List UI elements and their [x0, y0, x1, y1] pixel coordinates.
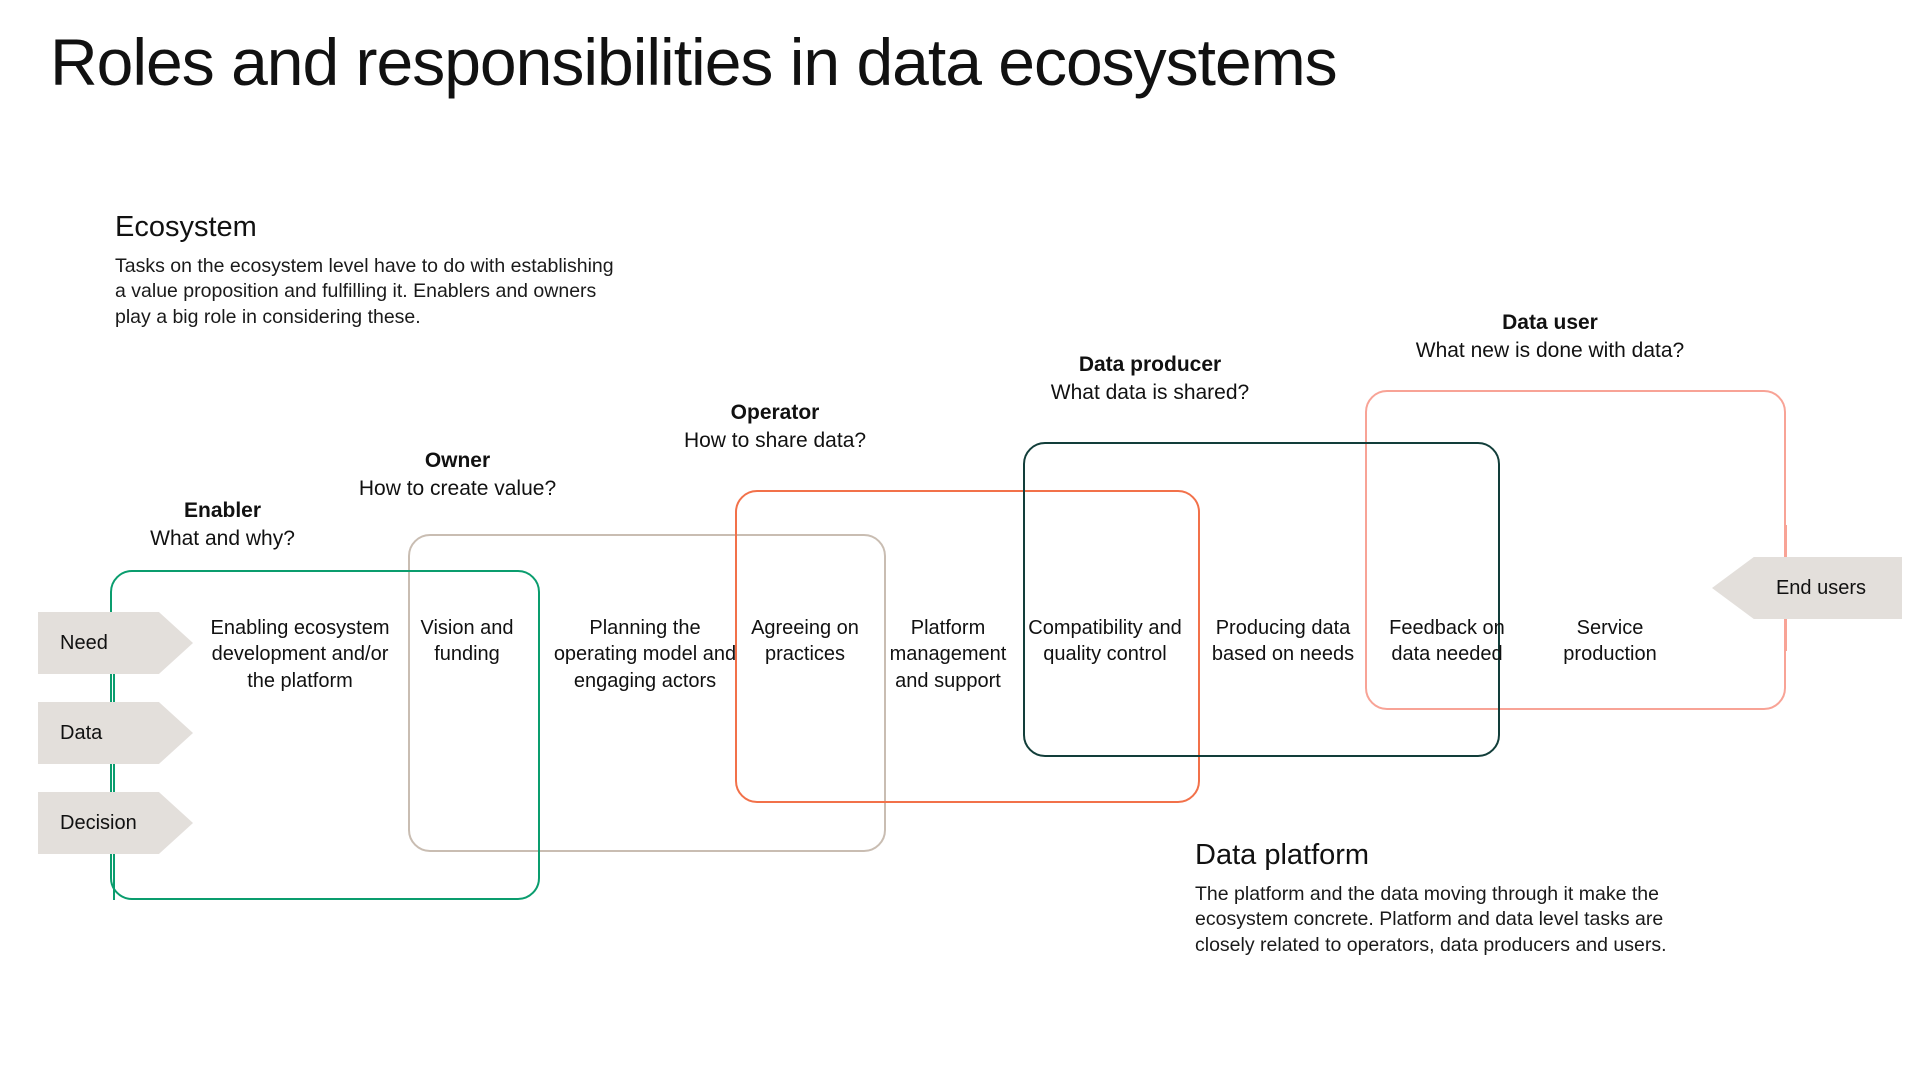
note-data-platform: Data platform The platform and the data … — [1195, 839, 1795, 958]
connector-line — [1785, 619, 1787, 651]
role-name-data-producer: Data producer — [1078, 353, 1222, 376]
role-question-enabler: What and why? — [150, 527, 295, 551]
task-cell: Enabling ecosystem development and/or th… — [210, 617, 390, 692]
note-ecosystem-title: Ecosystem — [115, 211, 257, 243]
connector-line — [113, 764, 115, 792]
task-cell: Platform management and support — [889, 617, 1007, 692]
role-question-data-producer: What data is shared? — [1050, 381, 1250, 405]
input-chevron-label: Data — [60, 721, 103, 744]
input-chevron-label: Decision — [60, 811, 137, 834]
task-cell: Producing data based on needs — [1211, 617, 1355, 666]
input-chevron-label: Need — [60, 631, 108, 654]
input-chevron-decision: Decision — [38, 792, 193, 854]
connector-line — [1785, 525, 1787, 557]
task-cell: Agreeing on practices — [751, 617, 859, 666]
note-ecosystem: Ecosystem Tasks on the ecosystem level h… — [115, 211, 715, 330]
page-title: Roles and responsibilities in data ecosy… — [50, 25, 1338, 99]
output-chevron-end-users: End users — [1712, 557, 1902, 619]
note-ecosystem-body: Tasks on the ecosystem level have to do … — [115, 254, 614, 328]
role-frame-operator — [735, 490, 1200, 803]
role-label-owner: Owner How to create value? — [345, 448, 570, 505]
task-cell: Vision and funding — [420, 617, 514, 666]
role-question-operator: How to share data? — [683, 429, 867, 453]
role-name-owner: Owner — [424, 449, 491, 472]
role-frame-owner — [408, 534, 886, 852]
connector-line — [113, 854, 115, 900]
role-label-data-producer: Data producer What data is shared? — [1000, 352, 1300, 409]
role-name-data-user: Data user — [1502, 311, 1598, 334]
role-label-enabler: Enabler What and why? — [110, 498, 335, 555]
role-name-enabler: Enabler — [183, 499, 262, 522]
role-name-operator: Operator — [730, 401, 820, 424]
task-cell: Feedback on data needed — [1389, 617, 1505, 666]
task-cell: Service production — [1563, 617, 1657, 666]
note-data-platform-title: Data platform — [1195, 839, 1370, 871]
output-chevron-label: End users — [1775, 576, 1867, 599]
role-frame-data-producer — [1023, 442, 1500, 757]
role-label-operator: Operator How to share data? — [650, 400, 900, 457]
input-chevron-need: Need — [38, 612, 193, 674]
role-question-data-user: What new is done with data? — [1415, 339, 1685, 363]
connector-line — [113, 674, 115, 702]
role-label-data-user: Data user What new is done with data? — [1380, 310, 1720, 367]
role-question-owner: How to create value? — [358, 477, 557, 501]
task-cell: Compatibility and quality control — [1028, 617, 1182, 666]
input-chevron-data: Data — [38, 702, 193, 764]
task-cell: Planning the operating model and engagin… — [553, 617, 737, 692]
note-data-platform-body: The platform and the data moving through… — [1195, 882, 1667, 956]
